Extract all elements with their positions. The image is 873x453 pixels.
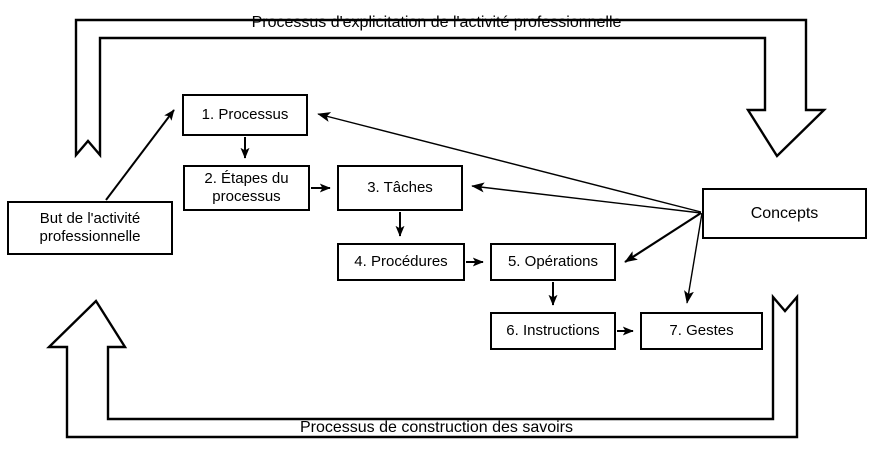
node-label: 1. Processus	[201, 106, 289, 123]
node-6-instructions[interactable]: 6. Instructions	[490, 312, 616, 350]
node-label: 2. Étapes du processus	[204, 170, 289, 205]
node-label: But de l'activité professionnelle	[39, 210, 141, 245]
node-1-processus[interactable]: 1. Processus	[182, 94, 308, 136]
node-4-procedures[interactable]: 4. Procédures	[337, 243, 465, 281]
node-label: 7. Gestes	[669, 322, 734, 339]
node-label: 6. Instructions	[506, 322, 600, 339]
node-7-gestes[interactable]: 7. Gestes	[640, 312, 763, 350]
arrow-concepts-to-taches	[471, 182, 702, 214]
node-label: 5. Opérations	[507, 253, 599, 270]
node-2-etapes-du-processus[interactable]: 2. Étapes du processus	[183, 165, 310, 211]
arrow-concepts-to-processus	[317, 112, 702, 213]
arrow-concepts-to-operations	[624, 212, 702, 263]
band-label-top: Processus d'explicitation de l'activité …	[251, 14, 622, 31]
node-concepts[interactable]: Concepts	[702, 188, 867, 239]
node-3-taches[interactable]: 3. Tâches	[337, 165, 463, 211]
node-label: Concepts	[750, 204, 819, 222]
node-5-operations[interactable]: 5. Opérations	[490, 243, 616, 281]
block-arrow-bottom-construction	[46, 293, 799, 439]
band-label-bottom: Processus de construction des savoirs	[299, 419, 573, 436]
node-but-activite[interactable]: But de l'activité professionnelle	[7, 201, 173, 255]
node-label: 4. Procédures	[354, 253, 448, 270]
node-label: 3. Tâches	[367, 179, 433, 196]
arrow-but-to-processus	[105, 109, 175, 201]
block-arrow-top-explicitation	[74, 18, 827, 159]
arrow-concepts-to-gestes	[684, 212, 703, 304]
